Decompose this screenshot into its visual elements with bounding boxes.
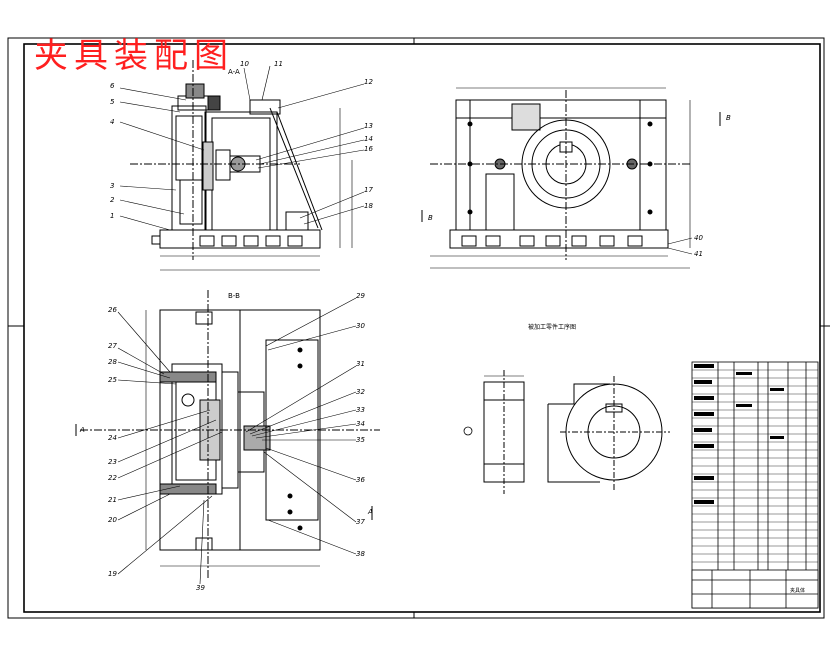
view-a-a: A-A: [130, 60, 353, 271]
outer-border: [7, 37, 825, 619]
svg-text:41: 41: [694, 250, 703, 258]
svg-text:19: 19: [108, 570, 117, 578]
svg-text:32: 32: [356, 388, 365, 396]
svg-text:5: 5: [110, 98, 115, 106]
svg-text:10: 10: [240, 60, 249, 68]
svg-text:26: 26: [108, 306, 117, 314]
svg-text:35: 35: [356, 436, 365, 444]
view-b-b: B-B: [75, 290, 380, 580]
svg-text:29: 29: [356, 292, 365, 300]
svg-text:39: 39: [196, 584, 205, 592]
workpiece-label: 被加工零件工序图: [528, 323, 576, 331]
svg-text:34: 34: [356, 420, 365, 428]
title-block-name: 夹具体: [790, 587, 805, 594]
svg-text:12: 12: [364, 78, 373, 86]
svg-text:24: 24: [108, 434, 117, 442]
arrow-a-label: A: [79, 426, 85, 434]
svg-text:6: 6: [110, 82, 115, 90]
svg-text:23: 23: [108, 458, 117, 466]
svg-text:2: 2: [110, 196, 115, 204]
arrow-b-label: B: [726, 114, 731, 122]
svg-text:27: 27: [108, 342, 117, 350]
svg-text:11: 11: [274, 60, 283, 68]
svg-text:18: 18: [364, 202, 373, 210]
view-a-a-label: A-A: [228, 68, 240, 76]
view-side: [421, 87, 721, 269]
svg-text:38: 38: [356, 550, 365, 558]
svg-text:3: 3: [110, 182, 114, 190]
svg-text:37: 37: [356, 518, 365, 526]
svg-text:4: 4: [110, 118, 114, 126]
svg-text:1: 1: [110, 212, 114, 220]
workpiece-view: 被加工零件工序图: [463, 323, 670, 494]
svg-text:16: 16: [364, 145, 373, 153]
svg-text:25: 25: [108, 376, 117, 384]
callouts-top-left: [119, 65, 365, 231]
inner-border: [23, 43, 821, 613]
svg-text:14: 14: [364, 135, 373, 143]
callouts-bottom-left: [117, 297, 357, 585]
svg-text:31: 31: [356, 360, 365, 368]
svg-text:17: 17: [364, 186, 373, 194]
svg-text:A: A: [367, 508, 373, 516]
drawing-title: 夹具装配图: [34, 36, 234, 76]
svg-text:B: B: [428, 214, 433, 222]
svg-text:30: 30: [356, 322, 365, 330]
svg-text:13: 13: [364, 122, 373, 130]
svg-text:33: 33: [356, 406, 365, 414]
view-b-b-label: B-B: [228, 292, 240, 300]
svg-text:28: 28: [108, 358, 117, 366]
svg-text:21: 21: [108, 496, 117, 504]
svg-text:40: 40: [694, 234, 703, 242]
svg-text:22: 22: [108, 474, 117, 482]
parts-list: 夹具体: [691, 361, 819, 609]
svg-text:36: 36: [356, 476, 365, 484]
svg-text:20: 20: [108, 516, 117, 524]
